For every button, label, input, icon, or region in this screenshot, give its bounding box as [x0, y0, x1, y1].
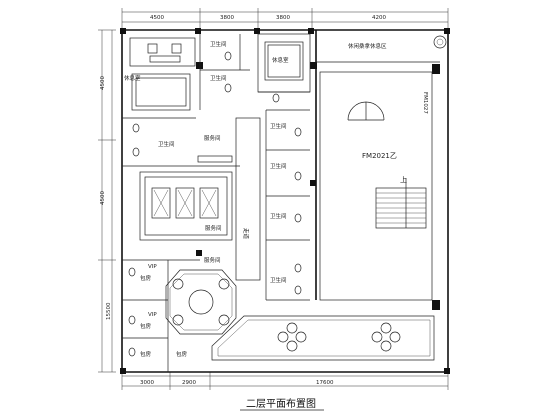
label-bottom-c: 包房 [140, 350, 152, 358]
label-fm-door-1: FM1027 [422, 92, 428, 114]
bottom-right-lounge [211, 315, 435, 361]
plant-icon [433, 35, 447, 49]
label-corridor: 走道 [242, 228, 250, 240]
octagon-room: 服务间 [165, 256, 237, 335]
label-rest-c: 卫生间 [270, 122, 287, 130]
top-dim-2: 3800 [220, 15, 234, 21]
right-room-column: 卫生间 卫生间 卫生间 卫生间 [265, 109, 310, 301]
top-dim-1: 4500 [150, 15, 164, 21]
drawing-title-block: 二层平面布置图 [240, 398, 324, 411]
label-toilet-top: 卫生间 [210, 40, 227, 48]
label-bottom-d: 包房 [176, 350, 188, 358]
label-rest-d: 卫生间 [270, 162, 287, 170]
left-dim-2: 4500 [100, 191, 106, 205]
flower-table-1 [277, 322, 307, 352]
upper-right-area: 休闲桑拿休息区 FM1027 FM2021乙 [315, 30, 440, 301]
bottom-dimension-line: 3000 2900 17600 [121, 372, 449, 390]
bottom-dim-1: 3000 [140, 380, 154, 386]
center-massage-hall: 服务间 [139, 171, 233, 241]
label-service-b: 服务间 [205, 224, 222, 232]
drawing-title: 二层平面布置图 [246, 398, 316, 410]
label-service-c: 服务间 [204, 256, 221, 264]
label-center-room: 休息室 [272, 56, 289, 64]
label-vip-b: VIP [148, 312, 157, 318]
top-dimension-line: 4500 3800 3800 4200 [121, 8, 449, 28]
bottom-dim-2: 2900 [182, 380, 196, 386]
center-corridor: 走道 [235, 117, 261, 281]
label-fm-door-2: FM2021乙 [362, 152, 397, 160]
label-stair-up: 上 [400, 175, 407, 184]
toilet-block-top: 卫生间 卫生间 [199, 34, 250, 110]
left-dimension-line: 4500 4500 15500 [98, 29, 116, 373]
outer-walls [120, 28, 450, 374]
bottom-left-rooms: VIP 包房 VIP 包房 包房 包房 [122, 259, 200, 372]
left-dim-3: 15500 [106, 302, 112, 320]
label-lounge-side: 休息室 [124, 74, 141, 82]
staircase: 上 [375, 175, 427, 229]
flower-table-2 [371, 322, 401, 352]
bottom-dim-3: 17600 [316, 380, 334, 386]
label-rest-e: 卫生间 [270, 212, 287, 220]
top-dim-3: 3800 [276, 15, 290, 21]
left-middle-rooms: 卫生间 服务间 [122, 117, 240, 167]
label-bottom-b: 包房 [140, 322, 152, 330]
label-upper-right: 休闲桑拿休息区 [348, 42, 387, 50]
top-dim-4: 4200 [372, 15, 386, 21]
label-rest-a: 卫生间 [210, 74, 227, 82]
top-left-lounge: 休息室 [124, 37, 196, 111]
label-service-a: 服务间 [204, 134, 221, 142]
label-vip-a: VIP [148, 264, 157, 270]
left-dim-1: 4500 [100, 76, 106, 90]
label-rest-b: 卫生间 [158, 140, 175, 148]
label-rest-f: 卫生间 [270, 276, 287, 284]
label-bottom-a: 包房 [140, 274, 152, 282]
center-top-room: 休息室 [257, 33, 311, 103]
